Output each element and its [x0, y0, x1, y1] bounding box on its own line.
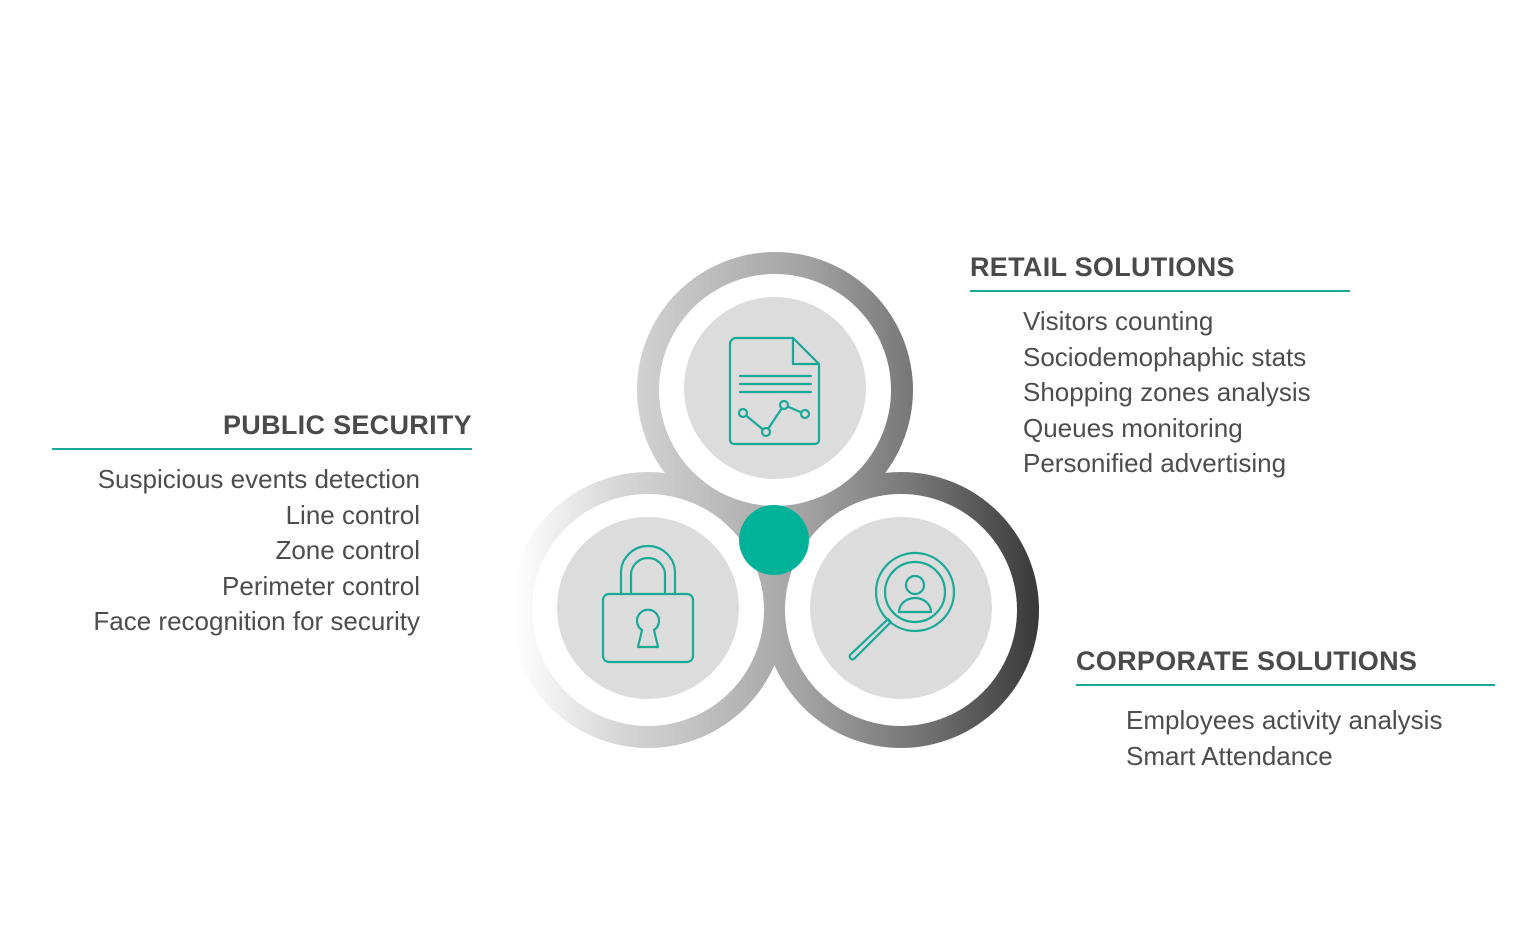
- retail-solutions-section: RETAIL SOLUTIONS Visitors counting Socio…: [970, 252, 1350, 482]
- list-item: Zone control: [275, 535, 420, 565]
- center-dot: [739, 505, 809, 575]
- person-search-icon: [848, 551, 956, 661]
- analytics-report-icon: [728, 336, 821, 446]
- right-lobe-circle: [810, 517, 992, 699]
- list-item: Smart Attendance: [1126, 740, 1333, 771]
- padlock-icon: [601, 544, 695, 664]
- public-security-list: Suspicious events detection Line control…: [52, 462, 420, 640]
- retail-solutions-title: RETAIL SOLUTIONS: [970, 252, 1350, 292]
- list-item: Queues monitoring: [1023, 412, 1243, 443]
- retail-solutions-list: Visitors counting Sociodemophaphic stats…: [970, 304, 1350, 482]
- public-security-title: PUBLIC SECURITY: [52, 410, 472, 450]
- list-item: Suspicious events detection: [97, 464, 420, 494]
- list-item: Perimeter control: [222, 570, 420, 601]
- corporate-solutions-list: Employees activity analysis Smart Attend…: [1076, 703, 1495, 774]
- public-security-section: PUBLIC SECURITY Suspicious events detect…: [52, 410, 472, 640]
- corporate-solutions-section: CORPORATE SOLUTIONS Employees activity a…: [1076, 646, 1495, 774]
- top-lobe-circle: [684, 297, 866, 479]
- corporate-solutions-title: CORPORATE SOLUTIONS: [1076, 646, 1495, 686]
- list-item: Sociodemophaphic stats: [1023, 341, 1307, 372]
- list-item: Visitors counting: [1023, 306, 1214, 336]
- list-item: Shopping zones analysis: [1023, 377, 1311, 407]
- list-item: Personified advertising: [1023, 448, 1287, 478]
- left-lobe-circle: [557, 517, 739, 699]
- list-item: Employees activity analysis: [1126, 705, 1443, 735]
- list-item: Line control: [285, 499, 420, 530]
- list-item: Face recognition for security: [93, 606, 420, 636]
